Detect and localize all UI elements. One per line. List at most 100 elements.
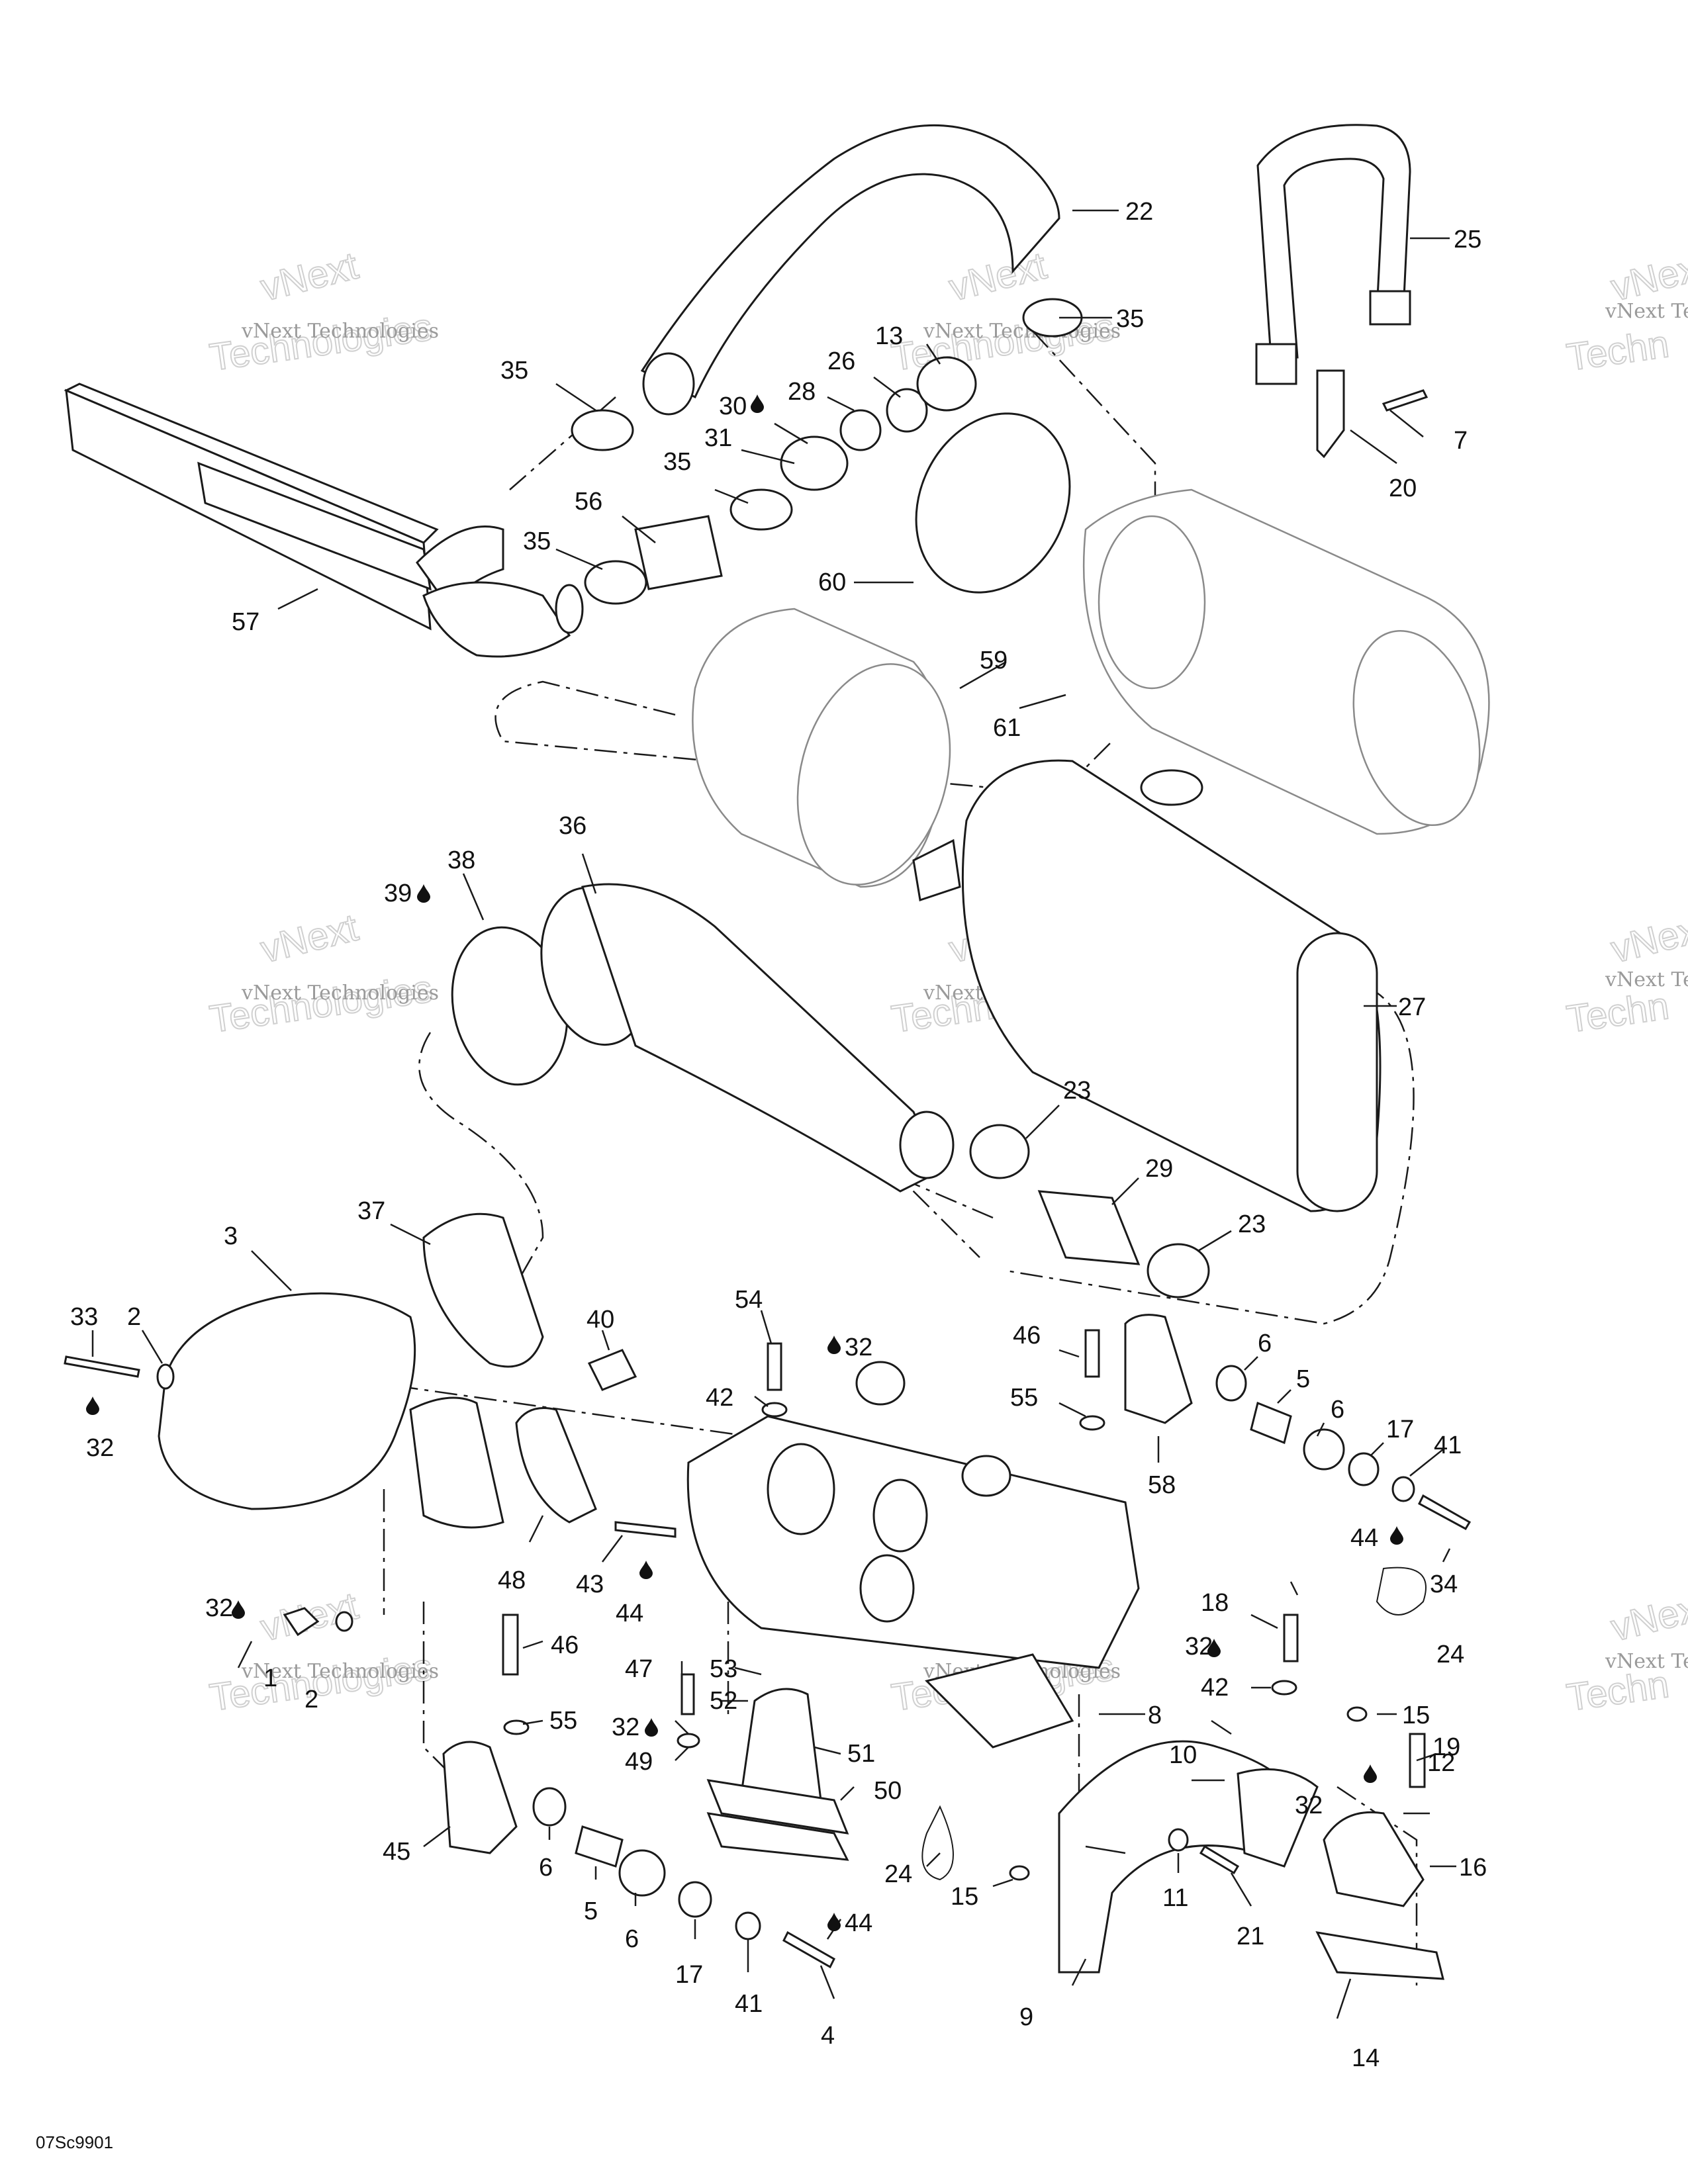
callout-11: 11: [1162, 1884, 1188, 1912]
callout-42: 42: [706, 1384, 733, 1412]
screw: [1009, 1865, 1030, 1881]
watermark: vNext Technologies vNext Technologies: [207, 244, 439, 380]
hose-clamp: [969, 1124, 1030, 1179]
shim-plate: [706, 1779, 849, 1835]
callout-27: 27: [1398, 993, 1426, 1021]
washer: [735, 1911, 761, 1940]
callout-10: 10: [1169, 1741, 1197, 1769]
callout-15: 15: [951, 1883, 978, 1911]
screw: [1346, 1706, 1368, 1722]
bracket: [1316, 369, 1345, 459]
washer: [1391, 1476, 1415, 1502]
callout-6: 6: [625, 1925, 639, 1953]
callout-16: 16: [1459, 1854, 1487, 1882]
callout-33: 33: [70, 1303, 98, 1331]
muffler-cap: [1296, 932, 1378, 1212]
washer: [1168, 1828, 1189, 1852]
rubber-mount: [740, 1688, 822, 1801]
callout-32: 32: [845, 1334, 872, 1361]
callout-32: 32: [86, 1434, 114, 1462]
washer: [761, 1402, 788, 1418]
callout-6: 6: [539, 1854, 553, 1882]
callout-58: 58: [1148, 1471, 1176, 1499]
callout-53: 53: [710, 1655, 737, 1683]
watermark-vnext-outline: vNext: [945, 244, 1051, 310]
watermark: vNext Technologies vNext Technologies: [207, 1584, 439, 1720]
watermark-text: vNext Technologies: [241, 1660, 439, 1683]
watermark-vnext-outline: vNext: [1607, 1584, 1688, 1650]
callout-46: 46: [551, 1631, 579, 1659]
watermark: vNext Technologies vNext Technologies: [888, 244, 1121, 380]
exhaust-pipe: [581, 883, 941, 1193]
callout-41: 41: [1434, 1432, 1462, 1459]
bolt: [782, 1931, 835, 1969]
callout-8: 8: [1148, 1702, 1162, 1729]
callout-35: 35: [500, 357, 528, 385]
drop-icon: [827, 1913, 841, 1931]
strap-buckle: [1255, 343, 1297, 385]
mounting-plate: [1315, 1931, 1444, 1980]
callout-57: 57: [232, 608, 259, 636]
rivet: [1382, 389, 1429, 412]
nut: [283, 1607, 320, 1637]
callouts: 22 25 35 35 13 26 30 28 31 35 56 35 57 6…: [70, 198, 1487, 2072]
drop-icon: [645, 1718, 658, 1737]
callout-19: 19: [1432, 1733, 1460, 1761]
bolt: [1084, 1329, 1100, 1378]
muffler-outer: [1082, 488, 1490, 835]
drop-icon: [1364, 1764, 1377, 1783]
bolt: [1199, 1844, 1240, 1875]
callout-20: 20: [1389, 475, 1417, 502]
o-ring: [839, 409, 882, 451]
callout-18: 18: [1201, 1589, 1229, 1617]
assembly-line: [494, 680, 1113, 796]
callout-6: 6: [1258, 1330, 1272, 1357]
watermark-text: vNext Te: [1605, 300, 1688, 323]
callout-44: 44: [845, 1909, 872, 1937]
callout-44: 44: [616, 1600, 643, 1627]
manifold-outlet: [409, 1396, 504, 1529]
callout-23: 23: [1063, 1077, 1091, 1105]
engine-mount: [442, 1741, 518, 1854]
callout-1: 1: [263, 1664, 277, 1692]
fitting: [780, 435, 849, 491]
callout-43: 43: [576, 1570, 604, 1598]
callout-30: 30: [719, 392, 747, 420]
washer: [1271, 1680, 1297, 1696]
watermark-text: vNext Te: [1605, 1650, 1688, 1673]
callout-51: 51: [847, 1740, 875, 1768]
callout-17: 17: [1386, 1416, 1414, 1443]
callout-35: 35: [1116, 305, 1144, 333]
hose-clamp: [1147, 1243, 1210, 1298]
callout-29: 29: [1145, 1155, 1173, 1183]
bolt: [767, 1342, 782, 1391]
pipe-outlet: [899, 1111, 955, 1179]
bolt: [1418, 1494, 1472, 1531]
callout-32: 32: [612, 1713, 639, 1741]
hose-clamp: [729, 488, 793, 531]
drop-icon: [1390, 1526, 1403, 1545]
stud: [614, 1521, 677, 1538]
callout-47: 47: [625, 1655, 653, 1683]
watermark-vnext-outline: vNext: [256, 244, 362, 310]
callout-26: 26: [827, 347, 855, 375]
watermark: vNext Technologies vNext Technologies: [207, 905, 439, 1042]
drop-icon: [639, 1561, 653, 1579]
assembly-line: [900, 1177, 994, 1258]
strap: [1256, 124, 1411, 359]
callout-49: 49: [625, 1748, 653, 1776]
watermark-vnext-outline: vNext: [256, 906, 362, 972]
callout-32: 32: [1295, 1792, 1323, 1819]
watermark-text: vNext Te: [1605, 968, 1688, 991]
gasket: [515, 1407, 597, 1524]
assembly-line: [418, 1032, 544, 1285]
cable-tie: [921, 1805, 954, 1881]
muffler-inlet: [912, 839, 961, 901]
bushing: [618, 1849, 666, 1897]
callout-2: 2: [305, 1686, 318, 1713]
bolt: [1283, 1614, 1299, 1662]
washer: [156, 1363, 175, 1390]
watermark-text: vNext Technologies: [923, 320, 1121, 343]
watermark-technologies-outline: Techn: [1564, 322, 1671, 379]
callout-41: 41: [735, 1990, 763, 2018]
